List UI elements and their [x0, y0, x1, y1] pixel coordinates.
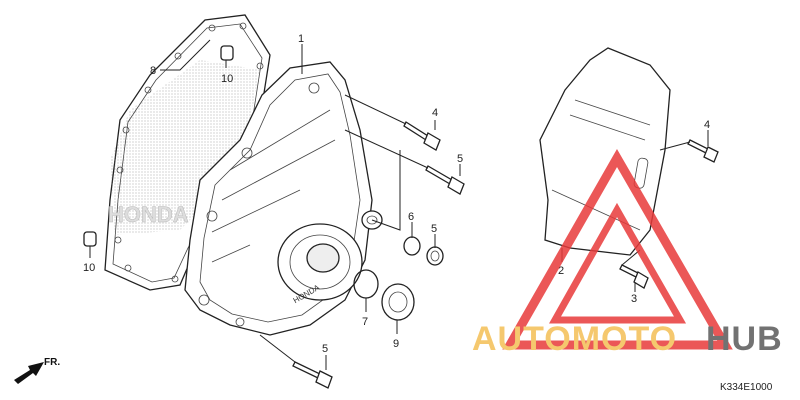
- watermark-text-part2: HUB: [706, 320, 783, 358]
- callout-10-upper: 10: [221, 73, 233, 85]
- watermark-logo: AUTOMOTO HUB: [472, 148, 783, 358]
- crankcase-cover-part-1: HONDA: [184, 61, 383, 336]
- diagram-code: K334E1000: [720, 382, 773, 393]
- callout-3: 8: [150, 65, 156, 77]
- watermark-triangle: [502, 148, 733, 350]
- bolt-part-4-lower: [619, 264, 649, 289]
- callout-4-lower: 3: [631, 293, 637, 305]
- callout-9: 7: [362, 316, 368, 328]
- callout-4-upper: 4: [704, 119, 710, 131]
- leader-lines: [89, 39, 709, 370]
- callout-5-lower: 5: [322, 343, 328, 355]
- callout-10-lower: 10: [83, 262, 95, 274]
- callout-5-middle: 5: [457, 153, 463, 165]
- bolt-part-5-lower: [292, 361, 333, 389]
- callout-5-upper: 4: [432, 107, 438, 119]
- o-ring-part-9: [353, 269, 379, 299]
- dowel-pin-upper: [220, 45, 234, 61]
- callout-8: 6: [408, 211, 414, 223]
- callout-labels: 8 1 10 10 4 5 5 4 3 6 5 7 9 2: [83, 33, 710, 355]
- callout-6: 5: [431, 223, 437, 235]
- callout-7: 9: [393, 338, 399, 350]
- plug-part-6: [426, 246, 444, 266]
- gasket-embossed-brand: HONDA: [108, 202, 189, 227]
- watermark-text-part1: AUTOMOTO: [472, 320, 677, 358]
- bolt-part-5-upper: [403, 121, 441, 151]
- dowel-pin-lower: [83, 231, 97, 247]
- callout-2: 2: [558, 265, 564, 277]
- bolt-part-5-middle: [425, 165, 465, 195]
- o-ring-part-8: [403, 236, 421, 256]
- front-direction-arrow: FR.: [14, 357, 60, 384]
- callout-1: 1: [298, 33, 304, 45]
- direction-label: FR.: [44, 357, 60, 368]
- cap-part-7: [381, 283, 415, 321]
- gasket-part-3: HONDA: [104, 14, 271, 291]
- bolt-part-4-upper: [687, 139, 719, 163]
